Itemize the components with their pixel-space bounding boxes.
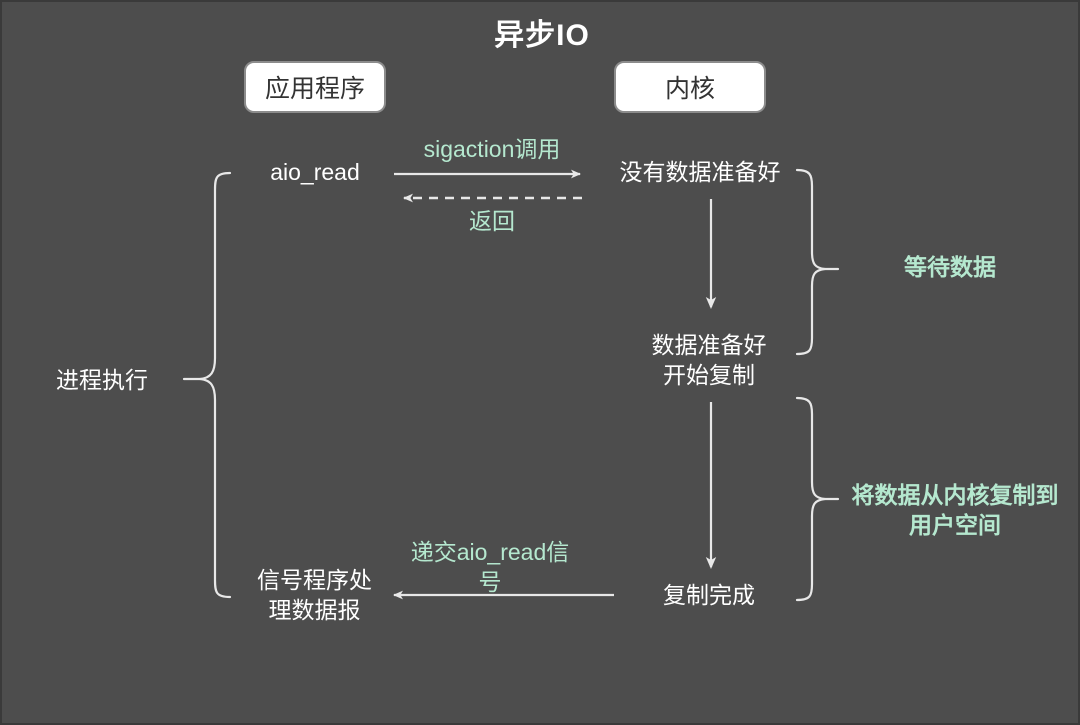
- brace-waiting-for-data: [795, 168, 840, 356]
- role-box-kernel: 内核: [614, 61, 766, 113]
- label-sigaction-call: sigaction调用: [423, 136, 561, 162]
- role-box-application: 应用程序: [244, 61, 386, 113]
- label-return: 返回: [469, 208, 515, 234]
- label-no-data-ready: 没有数据准备好: [619, 159, 781, 185]
- label-process-execution: 进程执行: [56, 367, 148, 393]
- label-signal-handler: 信号程序处 理数据报: [257, 567, 372, 623]
- label-deliver-aio-read-signal: 递交aio_read信 号: [410, 539, 570, 595]
- label-copy-complete: 复制完成: [663, 582, 755, 608]
- label-data-ready-copying: 数据准备好 开始复制: [651, 332, 767, 388]
- label-aio-read: aio_read: [270, 159, 360, 185]
- annotation-copy-kernel-to-user: 将数据从内核复制到 用户空间: [851, 482, 1059, 538]
- page-title: 异步IO: [494, 19, 590, 52]
- annotation-waiting-for-data: 等待数据: [904, 254, 996, 280]
